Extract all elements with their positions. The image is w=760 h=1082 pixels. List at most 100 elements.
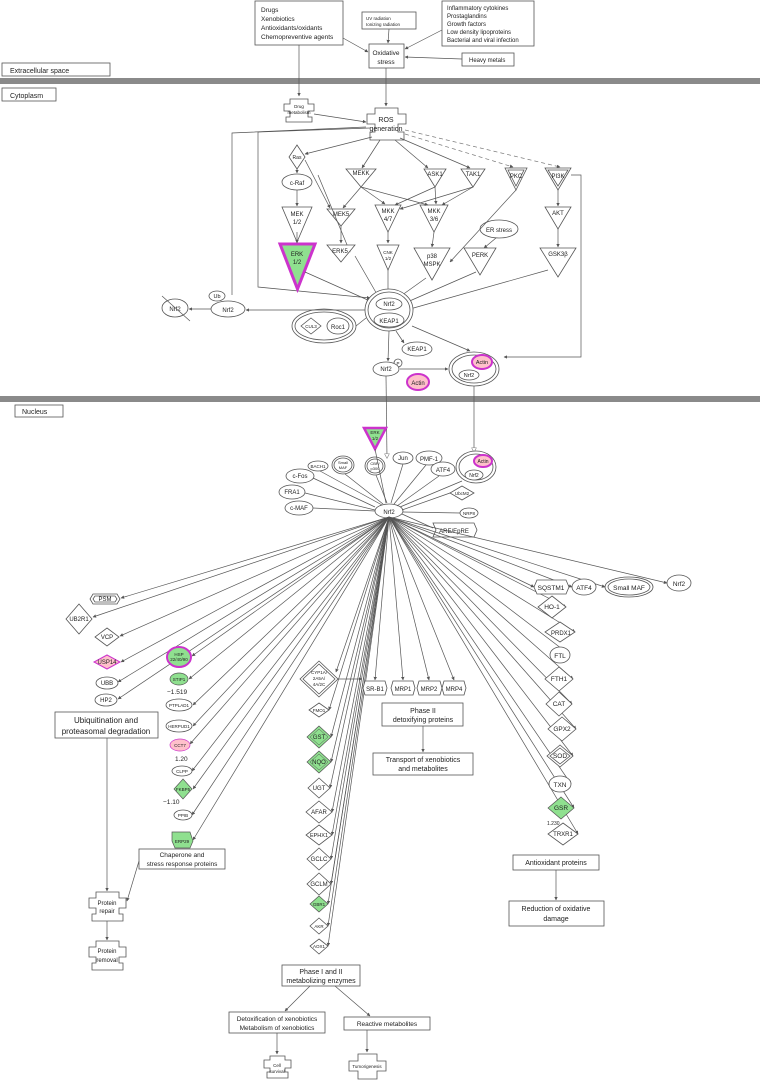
group-reactive[interactable]: Reactive metabolites bbox=[343, 1016, 431, 1031]
node-drug-metabolism[interactable]: Drug metabolism bbox=[283, 98, 315, 123]
node-nqo[interactable]: NQO bbox=[306, 750, 332, 774]
node-keap1-free[interactable]: KEAP1 bbox=[401, 341, 433, 357]
node-mrp4[interactable]: MRP4 bbox=[441, 680, 467, 696]
node-mrp2[interactable]: MRP2 bbox=[416, 680, 443, 696]
node-akt[interactable]: AKT bbox=[544, 206, 572, 230]
node-fmo1[interactable]: FMO1 bbox=[308, 702, 330, 718]
node-nrf2-target[interactable]: Nrf2 bbox=[666, 574, 692, 592]
node-c-fos[interactable]: c-Fos bbox=[285, 468, 315, 484]
node-mekk[interactable]: MEKK bbox=[345, 168, 377, 188]
node-gclc[interactable]: GCLC bbox=[306, 847, 332, 871]
node-erp29[interactable]: ERP29 bbox=[171, 831, 194, 849]
node-srb1[interactable]: SR-B1 bbox=[362, 680, 388, 696]
node-clpp[interactable]: CLPP bbox=[171, 765, 193, 777]
node-pmf1[interactable]: PMF-1 bbox=[415, 450, 443, 466]
node-jun[interactable]: Jun bbox=[392, 451, 414, 465]
node-ftl[interactable]: FTL bbox=[549, 646, 571, 664]
node-nrf2-ub[interactable]: Nrf2 bbox=[210, 300, 246, 318]
node-ub[interactable]: Ub bbox=[208, 290, 226, 302]
node-actin-nrf2-nuc[interactable]: Actin Nrf2 bbox=[455, 450, 497, 484]
node-tak1[interactable]: TAK1 bbox=[460, 168, 486, 188]
group-transport[interactable]: Transport of xenobiotics and metabolites bbox=[372, 752, 474, 776]
group-reduction[interactable]: Reduction of oxidative damage bbox=[508, 900, 605, 927]
node-ask1[interactable]: ASK1 bbox=[423, 168, 447, 188]
node-stip1[interactable]: STIP1 bbox=[169, 672, 189, 686]
node-protein-removal[interactable]: Protein removal bbox=[88, 940, 127, 971]
node-mrp1[interactable]: MRP1 bbox=[390, 680, 416, 696]
node-nrp8[interactable]: NRP8 bbox=[459, 507, 479, 519]
node-ho1[interactable]: HO-1 bbox=[537, 595, 567, 619]
node-sod[interactable]: SOD bbox=[546, 744, 574, 768]
node-protein-repair[interactable]: Protein repair bbox=[88, 891, 127, 922]
node-ros-generation[interactable]: ROS generation bbox=[366, 107, 407, 141]
node-actin-nrf2-complex[interactable]: Actin Nrf2 bbox=[448, 351, 500, 387]
group-phase-1-2[interactable]: Phase I and II metabolizing enzymes bbox=[281, 964, 361, 987]
node-ubb[interactable]: UBB bbox=[95, 676, 119, 690]
node-mkk-4-7[interactable]: MKK 4/7 bbox=[374, 204, 402, 233]
node-aox1[interactable]: AOX1 bbox=[309, 938, 329, 955]
node-cbp-p300[interactable]: CBP/ p300 bbox=[364, 456, 386, 476]
node-small-maf[interactable]: Small MAF bbox=[331, 455, 355, 475]
node-ub2r1[interactable]: UB2R1 bbox=[65, 603, 93, 635]
node-erk5[interactable]: ERK5 bbox=[326, 244, 356, 263]
node-ppib[interactable]: PPIB bbox=[173, 809, 193, 821]
node-mek-1-2[interactable]: MEK 1/2 bbox=[281, 206, 313, 244]
node-gpx2[interactable]: GPX2 bbox=[547, 716, 577, 742]
node-ephx1[interactable]: EPHX1 bbox=[305, 824, 333, 846]
node-fth1[interactable]: FTH1 bbox=[544, 666, 574, 692]
node-oxidative-stress[interactable]: Oxidative stress bbox=[368, 43, 405, 69]
node-c-raf[interactable]: c-Raf bbox=[281, 173, 313, 191]
node-gsk3b[interactable]: GSK3β bbox=[539, 247, 577, 278]
node-bach1[interactable]: BACH1 bbox=[307, 460, 329, 472]
node-txn[interactable]: TXN bbox=[548, 775, 572, 793]
node-nrf2-phospho[interactable]: Nrf2 bbox=[372, 361, 400, 377]
node-atf4-nuc[interactable]: ATF4 bbox=[430, 461, 456, 477]
group-phase-2[interactable]: Phase II detoxifying proteins bbox=[381, 702, 464, 727]
node-actin-cyto[interactable]: Actin bbox=[406, 373, 430, 391]
node-cat[interactable]: CAT bbox=[545, 691, 573, 717]
node-akr[interactable]: AKR bbox=[309, 917, 329, 935]
node-herpud1[interactable]: HERPUD1 bbox=[165, 719, 193, 733]
node-gst[interactable]: GST bbox=[306, 725, 332, 749]
node-cyp[interactable]: CYP1A/ 2A5A/ 4A/2C bbox=[299, 660, 339, 698]
node-gsr[interactable]: GSR bbox=[547, 796, 575, 820]
node-mek5[interactable]: MEK5 bbox=[326, 208, 356, 227]
group-chaperone[interactable]: Chaperone and stress response proteins bbox=[138, 848, 226, 870]
node-trxr1[interactable]: TRXR1 bbox=[547, 822, 579, 846]
node-ptplad1[interactable]: PTPLAD1 bbox=[165, 698, 193, 712]
node-psm[interactable]: PSM bbox=[89, 593, 121, 605]
node-gbr1[interactable]: GBR1 bbox=[309, 895, 329, 913]
node-ugt[interactable]: UGT bbox=[307, 777, 331, 799]
node-cul3-roc1-complex[interactable]: CUL3 Roc1 bbox=[291, 308, 357, 344]
node-mkk-3-6[interactable]: MKK 3/6 bbox=[419, 204, 449, 233]
node-cnk-1-2[interactable]: CNK 1/2 bbox=[376, 244, 400, 271]
node-small-maf-target[interactable]: Small MAF bbox=[604, 576, 654, 598]
node-p38-mspk[interactable]: p38 MSPK bbox=[413, 247, 451, 281]
node-vcp[interactable]: VCP bbox=[94, 627, 120, 647]
group-antioxidant[interactable]: Antioxidant proteins bbox=[512, 854, 600, 871]
node-c-maf[interactable]: c-MAF bbox=[284, 500, 314, 516]
node-nrf2-central[interactable]: Nrf2 bbox=[374, 503, 404, 519]
node-prdx1[interactable]: PRDX1 bbox=[544, 621, 576, 643]
group-ubiquitination[interactable]: Ubiquitination and proteasomal degradati… bbox=[54, 711, 159, 739]
node-fra1[interactable]: FRA1 bbox=[278, 484, 306, 500]
node-afar[interactable]: AFAR bbox=[305, 800, 333, 824]
node-fkbp5[interactable]: FKBP5 bbox=[173, 778, 193, 800]
node-hp2[interactable]: HP2 bbox=[94, 693, 118, 707]
node-pkc[interactable]: PKC bbox=[504, 167, 528, 191]
node-cct7[interactable]: CCT7 bbox=[169, 738, 191, 752]
node-perk[interactable]: PERK bbox=[463, 247, 497, 276]
group-detox[interactable]: Detoxification of xenobiotics Metabolism… bbox=[228, 1011, 326, 1034]
node-are-epre[interactable]: ARE/EpRE bbox=[432, 522, 478, 538]
node-pi3k[interactable]: PI3K bbox=[544, 167, 572, 191]
node-nrf2-degraded[interactable]: Nrf2 bbox=[161, 295, 191, 322]
node-hsp[interactable]: HSP 22/40/90 bbox=[166, 646, 192, 668]
node-erk-1-2-nuclear[interactable]: ERK 1/2 bbox=[361, 426, 389, 452]
node-gclm[interactable]: GCLM bbox=[306, 872, 332, 896]
node-atf4-target[interactable]: ATF4 bbox=[571, 578, 597, 596]
node-erk-1-2[interactable]: ERK 1/2 bbox=[277, 242, 318, 294]
node-tumorigenesis[interactable]: Tumorigenesis bbox=[348, 1053, 387, 1080]
node-ras[interactable]: Ras bbox=[288, 144, 306, 170]
node-usp14[interactable]: USP14 bbox=[92, 654, 122, 670]
node-ubcm2[interactable]: UbcM2 bbox=[449, 485, 475, 501]
